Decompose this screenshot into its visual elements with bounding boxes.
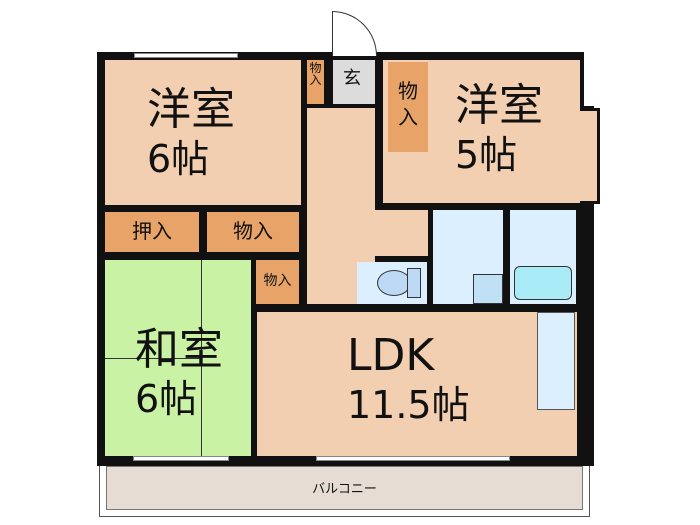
closet-oshiire: 押入 [105, 212, 199, 252]
window [134, 53, 238, 58]
toilet-hall [360, 210, 428, 256]
toilet [357, 262, 427, 304]
room-size: 6帖 [147, 137, 210, 181]
window [316, 456, 510, 461]
closet-monoire: 物入 [207, 212, 299, 252]
balcony-label: バルコニー [312, 482, 377, 497]
japanese-room: 和室 6帖 [105, 260, 251, 456]
closet-small-mid: 物入 [256, 260, 299, 304]
toilet-bowl-icon [377, 270, 411, 296]
bathtub-icon [514, 266, 572, 300]
room-name: 洋室 [147, 84, 235, 135]
washroom [433, 210, 503, 304]
window [133, 456, 229, 461]
bay-window [580, 108, 600, 204]
bathroom [510, 210, 576, 304]
closet-western-2: 物 入 [388, 62, 428, 152]
closet-small-top: 物 入 [307, 60, 324, 104]
western-room-1: 洋室 6帖 [105, 60, 301, 205]
ldk: LDK 11.5帖 [257, 312, 577, 456]
kitchen-counter [537, 312, 575, 410]
sink-icon [473, 274, 503, 304]
balcony: バルコニー [99, 462, 590, 517]
entrance: 玄 [333, 60, 375, 104]
